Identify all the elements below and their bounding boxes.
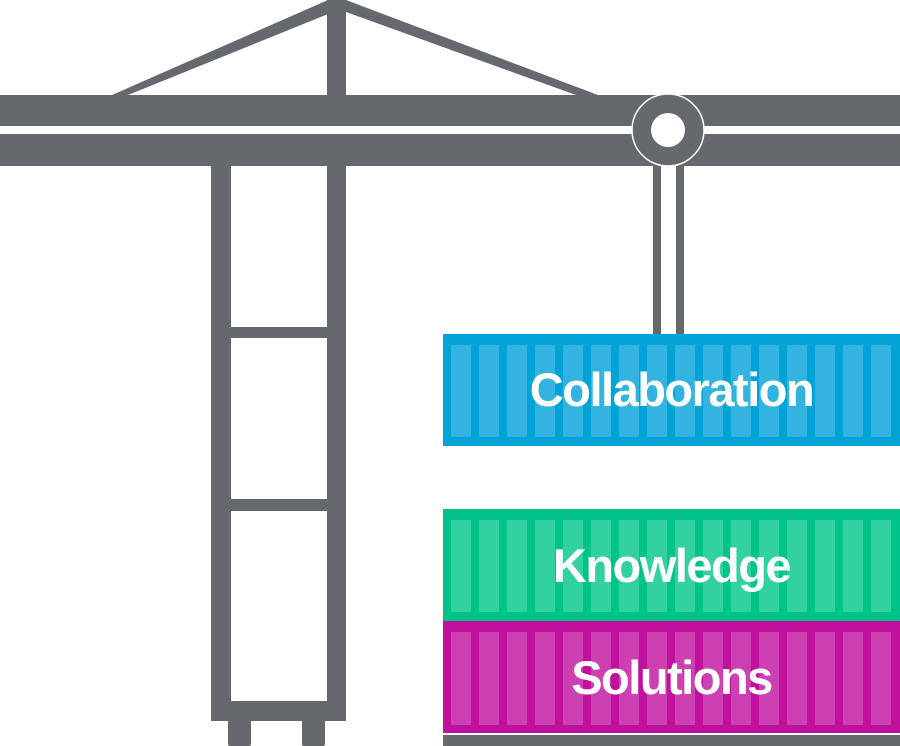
container-knowledge [443,509,900,621]
tower-crossbar-2 [211,499,346,511]
tower-left-leg [211,166,231,721]
container-solutions [443,621,900,733]
tower-right-leg [327,166,346,721]
right-support-cable [346,0,598,95]
knowledge-label: Knowledge [552,539,792,592]
mast [327,0,346,96]
ground-base [443,735,900,746]
hoist-cable-left [653,160,661,336]
collaboration-label: Collaboration [529,363,815,416]
jib-top-beam [0,95,900,126]
jib-bottom-beam [0,134,900,166]
tower-foot-right [302,718,325,746]
tower-crossbar-1 [211,327,346,338]
pulley-hub [651,113,685,147]
hoist-cable-right [676,160,684,336]
solutions-label: Solutions [571,651,773,704]
container-collaboration [443,334,900,446]
tower-base-bar [211,701,346,721]
tower-foot-left [228,718,251,746]
left-support-cable [112,0,328,95]
